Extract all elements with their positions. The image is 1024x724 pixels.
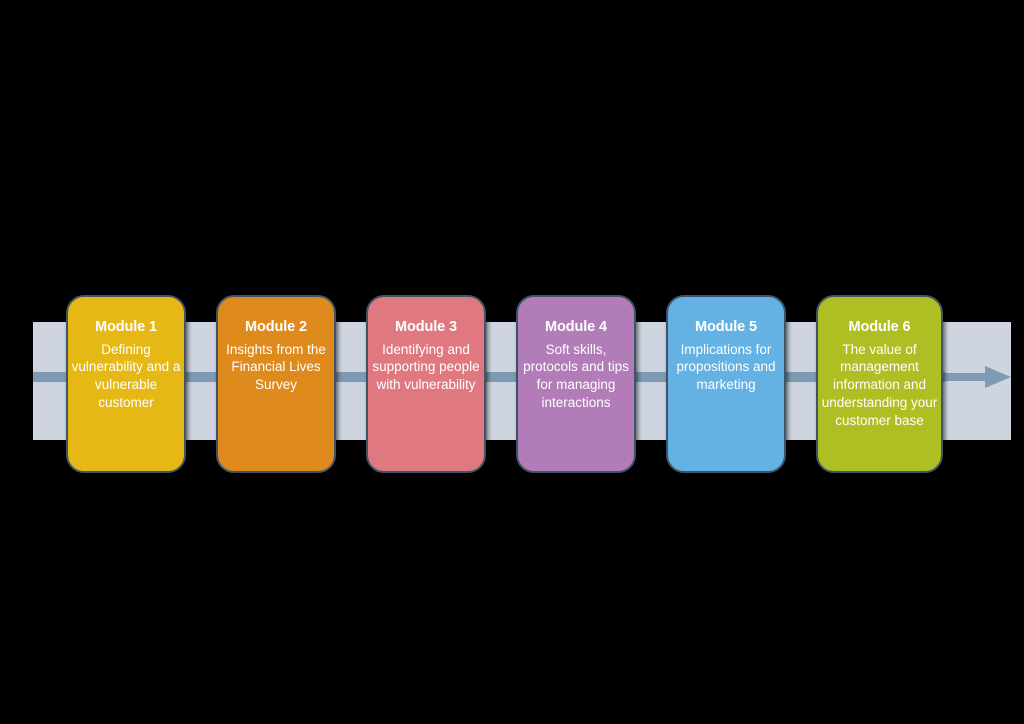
module-card-4[interactable]: Module 4 Soft skills, protocols and tips… bbox=[516, 295, 636, 473]
process-band-center-line bbox=[33, 372, 945, 382]
module-card-title: Module 4 bbox=[544, 319, 608, 335]
module-card-title: Module 6 bbox=[848, 319, 911, 335]
module-card-6[interactable]: Module 6 The value of management informa… bbox=[816, 295, 943, 473]
module-card-3[interactable]: Module 3 Identifying and supporting peop… bbox=[366, 295, 486, 473]
module-card-1[interactable]: Module 1 Defining vulnerability and a vu… bbox=[66, 295, 186, 473]
module-card-description: Insights from the Financial Lives Survey bbox=[226, 341, 326, 393]
module-card-description: Implications for propositions and market… bbox=[676, 341, 776, 393]
module-card-5[interactable]: Module 5 Implications for propositions a… bbox=[666, 295, 786, 473]
module-card-description: The value of management information and … bbox=[821, 341, 938, 428]
module-card-title: Module 3 bbox=[394, 319, 458, 335]
module-card-title: Module 5 bbox=[694, 319, 758, 335]
module-card-2[interactable]: Module 2 Insights from the Financial Liv… bbox=[216, 295, 336, 473]
module-card-description: Defining vulnerability and a vulnerable … bbox=[71, 341, 181, 411]
module-card-title: Module 1 bbox=[94, 319, 158, 335]
module-card-title: Module 2 bbox=[244, 319, 308, 335]
module-card-description: Soft skills, protocols and tips for mana… bbox=[523, 341, 629, 411]
module-card-description: Identifying and supporting people with v… bbox=[372, 341, 480, 393]
arrow-right-icon bbox=[933, 366, 1011, 388]
